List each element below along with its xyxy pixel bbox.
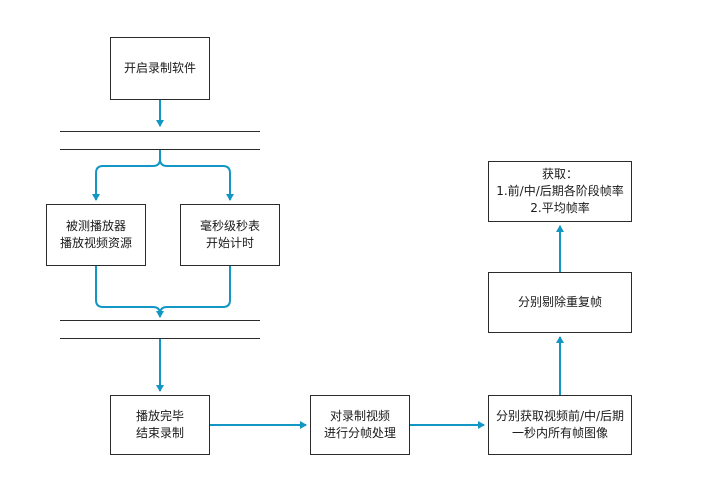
node-result-label: 获取： 1.前/中/后期各阶段帧率 2.平均帧率	[496, 167, 624, 215]
arrow-player-to-join	[95, 266, 164, 318]
node-remove-dup: 分别剔除重复帧	[488, 272, 632, 333]
fork-bar-bottom	[60, 149, 260, 150]
node-split-label: 对录制视频 进行分帧处理	[323, 409, 396, 440]
node-player-label: 被测播放器 播放视频资源	[59, 219, 132, 250]
node-timer: 毫秒级秒表 开始计时	[180, 204, 280, 266]
node-get-frames: 分别获取视频前/中/后期 一秒内所有帧图像	[488, 395, 632, 455]
node-finish: 播放完毕 结束录制	[110, 395, 210, 455]
node-finish-label: 播放完毕 结束录制	[135, 409, 184, 440]
arrow-timer-to-join	[159, 266, 231, 315]
node-start-software-label: 开启录制软件	[123, 61, 196, 75]
arrow-fork-to-timer	[159, 158, 234, 201]
node-player: 被测播放器 播放视频资源	[46, 204, 146, 266]
node-result: 获取： 1.前/中/后期各阶段帧率 2.平均帧率	[488, 161, 632, 222]
node-remove-dup-label: 分别剔除重复帧	[517, 295, 602, 309]
node-start-software: 开启录制软件	[110, 37, 210, 100]
join-bar-top	[60, 320, 260, 321]
join-bar-bottom	[60, 338, 260, 339]
node-split: 对录制视频 进行分帧处理	[310, 395, 410, 455]
arrow-fork-to-player	[92, 150, 161, 201]
fork-bar-top	[60, 131, 260, 132]
node-get-frames-label: 分别获取视频前/中/后期 一秒内所有帧图像	[495, 409, 625, 440]
node-timer-label: 毫秒级秒表 开始计时	[199, 219, 260, 250]
